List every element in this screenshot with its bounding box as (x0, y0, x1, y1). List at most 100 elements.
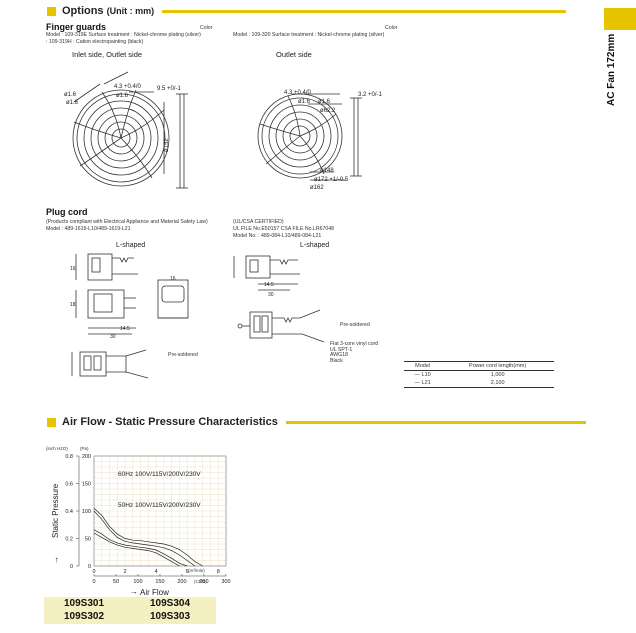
finger-guard-spec-2: : 109-319H : Cation electropainting (bla… (46, 39, 144, 45)
finger-guard-spec-3: Model : 109-320 Surface treatment : Nick… (233, 32, 385, 38)
x-tick-label-cfm: 100 (133, 579, 142, 585)
l-shaped-caption-left: L-shaped (116, 242, 146, 249)
dim-label: 18 (70, 302, 76, 308)
dim-label: 3.2 +0/-1 (358, 92, 383, 98)
model-number: 109S302 (64, 611, 105, 622)
y-tick-label-inch: 0.2 (65, 537, 73, 543)
chart-annotation-60hz: 60Hz 100V/115V/200V/230V (118, 471, 201, 478)
inlet-outlet-caption: Inlet side, Outlet side (72, 50, 143, 59)
y-unit-right: (Pa) (80, 446, 89, 451)
dim-label: ø62.2 (320, 108, 336, 114)
x-tick-label-cfm: 0 (92, 579, 95, 585)
series-line-2 (93, 508, 203, 567)
y-axis-arrow-icon: → (51, 556, 60, 564)
x-tick-label-cfm: 250 (199, 579, 208, 585)
table-row: — L21 2,100 (404, 379, 554, 388)
model-number: 109S301 (64, 598, 105, 609)
section-rule (285, 420, 586, 424)
cord-spec-note: Flat 3-core vinyl cord UL SPT-1 AWG18 Bl… (330, 341, 379, 364)
section-rule (162, 9, 567, 13)
table-header: Power cord length(mm) (469, 363, 527, 369)
y-unit-left: (inch H2O) (46, 446, 68, 451)
x-axis-label: Air Flow (140, 588, 169, 597)
ul-note-2: UL FILE No.E50157 CSA FILE No.LR67048 (233, 226, 335, 232)
table-cell: 1,000 (490, 372, 505, 378)
dim-label: 4.3 +0.4/0 (284, 90, 312, 96)
dim-label: ø1.6 (66, 100, 79, 106)
dim-label: ø162 (310, 185, 324, 191)
table-header-row: Model Power cord length(mm) (404, 361, 554, 371)
outlet-caption: Outlet side (276, 50, 312, 59)
x-tick-label-cfm: 300 (221, 579, 230, 585)
dim-label: 4.3 +0.4/0 (114, 84, 142, 90)
x-tick-label-m3: 4 (155, 569, 158, 575)
color-label: Color (200, 25, 213, 31)
dim-label: ø1.6 (298, 99, 311, 105)
table-cell: — L21 (414, 380, 431, 386)
airflow-title: Air Flow - Static Pressure Characteristi… (62, 416, 278, 428)
dim-label: ø148 (320, 168, 334, 174)
finger-guard-spec-1: Model : 109-319E Surface treatment : Nic… (46, 32, 201, 38)
dim-label: ø152 (164, 138, 170, 152)
finger-guard-outlet-drawing: 4.3 +0.4/0 ø1.6 ø1.6 ø62.2 3.2 +0/-1 ø14… (257, 90, 383, 191)
x-tick-label-cfm: 200 (177, 579, 186, 585)
x-tick-label-m3: 6 (186, 569, 189, 575)
plug-cord-note-1: (Products compliant with Electrical Appl… (46, 219, 208, 225)
finger-guards-title: Finger guards (46, 22, 107, 32)
series-line-1 (93, 510, 196, 567)
finger-guard-inlet-drawing: 4.3 +0.4/0 ø1.6 ø1.6 ø1.6 9.5 +0/-1 ø152 (64, 71, 188, 189)
square-bullet-icon (47, 417, 56, 427)
options-title: Options (Unit : mm) (62, 5, 155, 17)
plug-cord-title: Plug cord (46, 207, 88, 217)
y-tick-label-pa: 150 (82, 482, 91, 488)
side-tab-label: AC Fan 172mm (606, 33, 617, 106)
y-tick-label-inch: 0.4 (65, 509, 73, 515)
table-cell: 2,100 (490, 380, 505, 386)
dim-label: 16 (70, 266, 76, 272)
table-row: — L10 1,000 (404, 371, 554, 380)
x-tick-label-m3: 0 (92, 569, 95, 575)
airflow-section-header: Air Flow - Static Pressure Characteristi… (47, 416, 586, 428)
l-shaped-caption-right: L-shaped (300, 242, 330, 249)
table-cell: — L10 (414, 372, 431, 378)
x-tick-label-cfm: 50 (113, 579, 119, 585)
y-axis-label: Static Pressure (51, 483, 60, 538)
dim-label: 30 (110, 334, 116, 340)
table-header: Model (415, 363, 431, 369)
plug-cord-drawing-left: 16 18 14.5 30 16 (70, 253, 189, 379)
x-unit-bottom: (CFM) (194, 579, 207, 584)
pre-soldered-label-right: Pre-soldered (340, 322, 370, 328)
x-unit-top: (m³/min) (188, 568, 205, 573)
y-tick-label-inch: 0.8 (65, 454, 73, 460)
pre-soldered-label-left: Pre-soldered (168, 352, 198, 358)
plug-cord-drawing-right: 14.5 30 (233, 255, 325, 343)
y-tick-label-inch: 0 (70, 564, 73, 570)
power-cord-table: Model Power cord length(mm) — L10 1,000 … (404, 361, 554, 388)
ul-note-3: Model No. : 489-084-L10/489-084-L21 (233, 233, 322, 239)
dim-label: 14.5 (264, 282, 274, 288)
dim-label: ø1.6 (64, 92, 77, 98)
x-tick-label-m3: 2 (124, 569, 127, 575)
model-numbers-box: 109S301 109S304 109S302 109S303 (44, 597, 216, 624)
dim-label: 14.5 (120, 326, 130, 332)
model-number: 109S303 (150, 611, 191, 622)
x-tick-label-m3: 8 (217, 569, 220, 575)
series-line-4 (93, 529, 188, 567)
color-label: Color (385, 25, 398, 31)
y-tick-label-pa: 100 (82, 509, 91, 515)
plug-cord-note-2: Model : 489-1619-L10/489-1619-L21 (46, 226, 131, 232)
side-tab-marker (604, 8, 636, 30)
y-tick-label-pa: 200 (82, 454, 91, 460)
dim-label: 16 (170, 276, 176, 282)
dim-label: ø1.6 (318, 99, 331, 105)
series-line-3 (93, 532, 180, 567)
chart-annotation-50hz: 50Hz 100V/115V/200V/230V (118, 502, 201, 509)
ul-note-1: (UL/CSA CERTIFIED) (233, 219, 284, 225)
y-tick-label-pa: 0 (88, 564, 91, 570)
options-section-header: Options (Unit : mm) (47, 5, 567, 17)
dim-label: 9.5 +0/-1 (157, 86, 182, 92)
y-tick-label-pa: 50 (85, 537, 91, 543)
dim-label: ø172 +1/-0.5 (314, 177, 349, 183)
dim-label: ø1.6 (116, 93, 129, 99)
x-tick-label-cfm: 150 (155, 579, 164, 585)
